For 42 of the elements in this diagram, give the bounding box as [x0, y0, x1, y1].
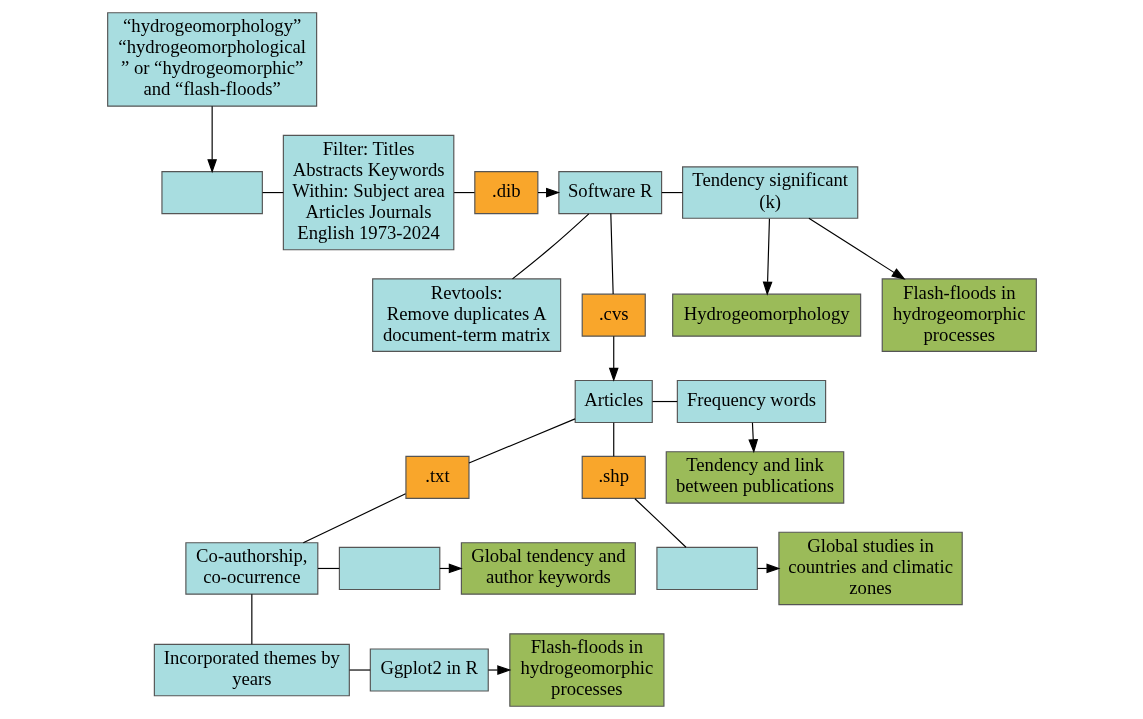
arrow: [747, 422, 758, 454]
node-box: .dib: [473, 170, 538, 215]
node-box: [160, 170, 263, 215]
node-box: Filter: Titles Abstracts Keywords Within: Subject area Articles Journals English 1973-2024: [282, 134, 454, 251]
node-box: Flash-floods in hydrogeomorphic processes: [508, 633, 664, 707]
connector: [612, 422, 614, 457]
node-box: Flash-floods in hydrogeomorphic processes: [881, 278, 1037, 352]
node-box: Revtools: Remove duplicates A document-term matrix: [371, 278, 561, 352]
connector: [348, 669, 371, 671]
connector: [316, 567, 340, 570]
connector: [302, 493, 406, 544]
connector: [651, 400, 678, 403]
connector: [453, 191, 475, 194]
arrow: [807, 217, 906, 280]
arrow: [206, 105, 217, 174]
connector: [250, 593, 252, 645]
node-box: .shp: [581, 455, 646, 499]
node-box: Hydrogeomorphology: [671, 293, 861, 337]
connector: [261, 191, 284, 194]
node-box: Ggplot2 in R: [369, 648, 489, 692]
node-box: Software R: [557, 170, 662, 215]
node-box: Tendency and link between publications: [665, 451, 844, 504]
arrow: [487, 665, 511, 675]
node-box: Global studies in countries and climatic zones: [777, 531, 963, 606]
node-box: Global tendency and author keywords: [460, 542, 636, 595]
node-box: Frequency words: [676, 379, 826, 424]
node-box: Articles: [574, 379, 653, 424]
connector: [609, 213, 614, 295]
connector: [660, 191, 683, 194]
arrow: [608, 335, 619, 382]
connector: [633, 498, 687, 548]
node-box: Tendency significant (k): [681, 166, 858, 219]
connector: [511, 213, 589, 280]
node-box: Incorporated themes by years: [153, 643, 350, 697]
connector: [467, 418, 576, 464]
node-box: [655, 546, 758, 591]
node-box: [338, 546, 440, 591]
node-box: Co-authorship, co-ocurrence: [184, 542, 318, 595]
node-box: .txt: [404, 455, 470, 499]
node-box: “hydrogeomorphology” “hydrogeomorphological” or “hydrogeomorphic” and “flash-floods”: [106, 12, 317, 107]
node-box: .cvs: [581, 293, 646, 337]
arrow: [762, 218, 772, 296]
